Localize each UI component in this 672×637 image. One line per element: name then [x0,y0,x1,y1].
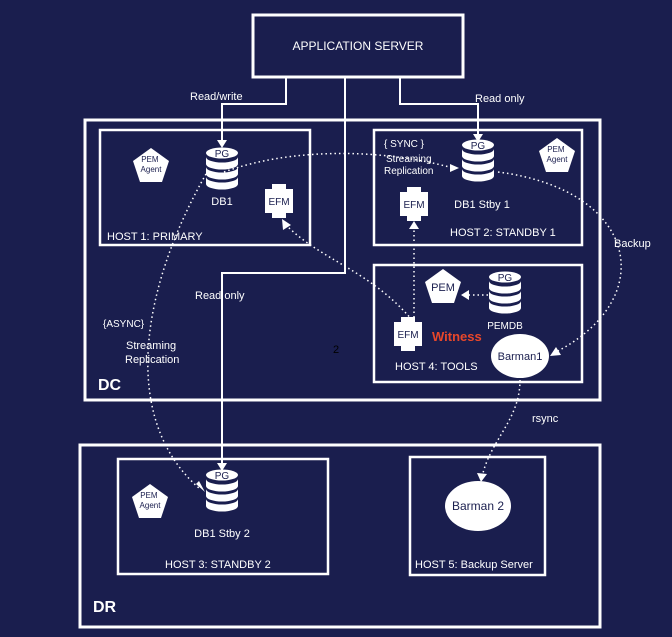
read-only-mid-arrowhead [217,463,227,471]
dr-zone-label: DR [93,599,117,616]
async-replication-label: Streaming Replication [125,340,179,366]
read-only-top-connector [399,77,479,137]
rsync-connector [481,379,521,478]
host1-db-name: DB1 [211,196,232,208]
pem-agent-line: PEM [547,145,565,154]
read-only-mid-label: Read only [195,290,245,302]
rsync-arrowhead [477,473,487,482]
backup-arrowhead [550,347,561,356]
application-server-label: APPLICATION SERVER [293,39,424,53]
host4-box [372,263,584,384]
marker-label: 2 [333,344,339,356]
barman2-node [445,481,511,531]
read-only-mid-connector [221,77,346,466]
dc-zone [83,118,602,402]
host1-box [98,128,312,247]
host1-db-badge: PG [215,149,230,160]
application-server-box [251,13,465,79]
async-replication-connector [147,173,207,490]
async-label: {ASYNC} [103,319,145,330]
host2-efm-label: EFM [403,200,424,211]
host2-label: HOST 2: STANDBY 1 [450,227,556,239]
efm-host4-to-host1-arrowhead [282,219,291,230]
read-write-label: Read/write [190,91,243,103]
host1-efm-label: EFM [268,197,289,208]
host4-db-badge: PG [498,273,513,284]
backup-label: Backup [614,238,651,250]
host5-box [408,455,547,577]
host3-label: HOST 3: STANDBY 2 [165,559,271,571]
pem-agent-line: Agent [547,155,569,164]
host1-pem-agent-label: PEM Agent [141,155,163,174]
sync-replication-arrowhead [450,164,459,172]
dc-zone-label: DC [98,377,122,394]
dr-zone [78,443,602,629]
host5-label: HOST 5: Backup Server [415,559,533,571]
pem-agent-line: Agent [140,501,162,510]
host2-db-name: DB1 Stby 1 [454,199,510,211]
pem-agent-line: PEM [141,155,159,164]
host3-db-name: DB1 Stby 2 [194,528,250,540]
pem-agent-line: PEM [140,491,158,500]
host4-efm-label: EFM [397,330,418,341]
sync-replication-label: Streaming Replication [384,154,434,177]
host5-barman-label: Barman 2 [452,499,504,513]
host3-pem-agent-label: PEM Agent [140,491,162,510]
sync-replication-line: Streaming [386,154,432,165]
witness-label: Witness [432,329,482,344]
efm-host4-to-host2-arrowhead [409,221,419,229]
host4-pem-label: PEM [431,282,455,294]
read-write-connector [221,77,287,143]
sync-replication-line: Replication [384,166,433,177]
barman1-node [491,334,549,378]
async-replication-arrowhead [196,481,205,492]
read-write-arrowhead [217,140,227,148]
async-replication-line: Streaming [126,340,176,352]
host4-db-name: PEMDB [487,321,523,332]
async-replication-line: Replication [125,354,179,366]
read-only-top-label: Read only [475,93,525,105]
rsync-label: rsync [532,413,559,425]
pem-agent-line: Agent [141,165,163,174]
pemdb-to-pem-arrowhead [461,290,469,300]
host4-barman-label: Barman1 [498,351,543,363]
read-only-top-arrowhead [473,134,483,142]
sync-replication-connector [223,152,454,173]
host1-label: HOST 1: PRIMARY [107,231,203,243]
host4-label: HOST 4: TOOLS [395,361,478,373]
host3-db-badge: PG [215,471,230,482]
host2-db-badge: PG [471,141,486,152]
host2-sync-label: { SYNC } [384,139,425,150]
host2-pem-agent-label: PEM Agent [547,145,569,164]
